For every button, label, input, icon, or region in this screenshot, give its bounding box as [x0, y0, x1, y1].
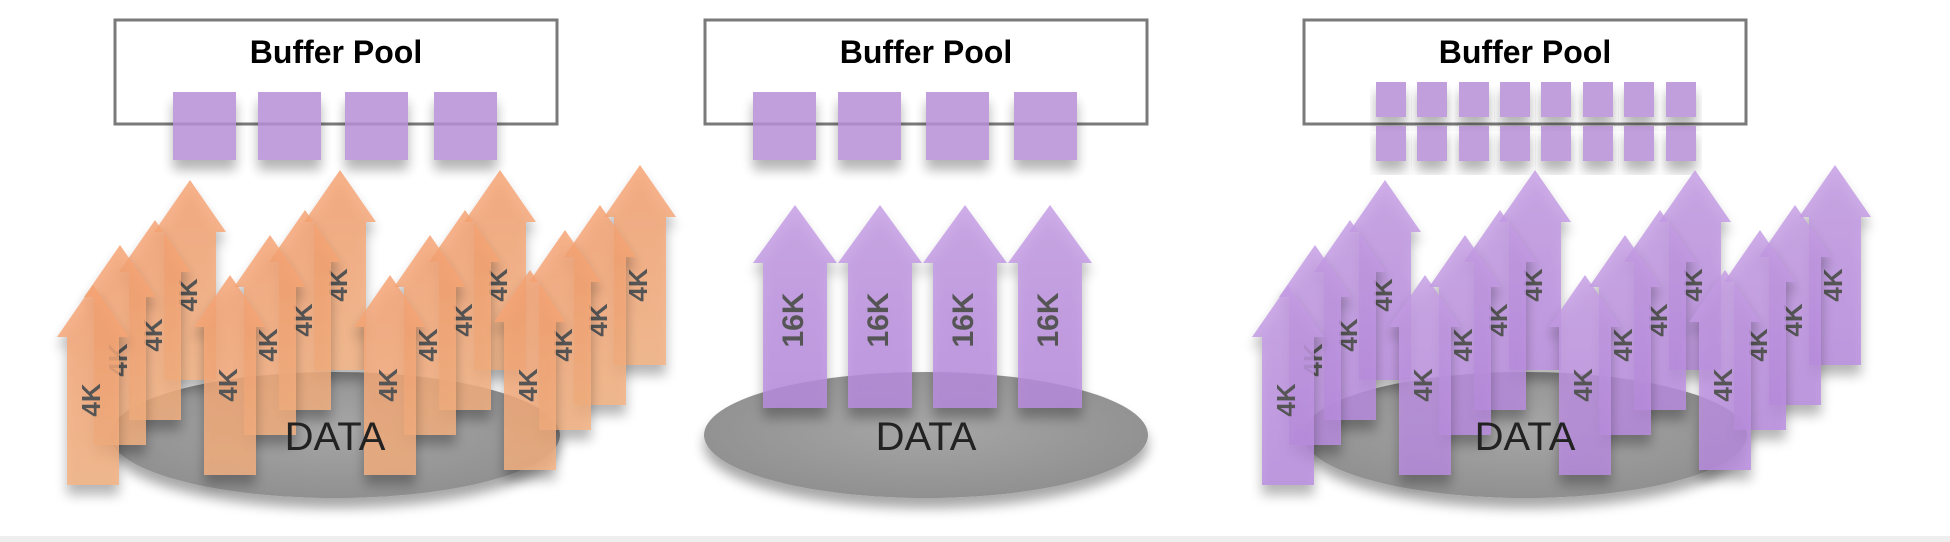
arrow-shape — [753, 205, 837, 408]
buffer-pool-label: Buffer Pool — [840, 34, 1012, 70]
arrow-label: 4K — [1708, 368, 1738, 401]
buffer-slot — [1541, 126, 1571, 161]
buffer-slot — [838, 92, 901, 160]
io-arrow: 4K — [1549, 275, 1621, 475]
buffer-slot — [345, 92, 408, 160]
arrow-label: 4K — [213, 368, 243, 401]
io-arrow: 4K — [1389, 275, 1461, 475]
arrow-shape — [494, 270, 566, 470]
arrow-label: 16K — [777, 292, 810, 347]
buffer-slot — [1666, 82, 1696, 117]
buffer-slots — [173, 92, 497, 160]
arrow-label: 16K — [862, 292, 895, 347]
buffer-slot — [1459, 126, 1489, 161]
arrow-shape — [194, 275, 266, 475]
buffer-slot — [258, 92, 321, 160]
arrow-shape — [1549, 275, 1621, 475]
io-arrows: 16K 16K 16K 16K — [753, 205, 1092, 408]
arrow-label: 16K — [947, 292, 980, 347]
buffer-slot — [1583, 82, 1613, 117]
arrow-shape — [838, 205, 922, 408]
data-label: DATA — [876, 415, 977, 459]
buffer-slot — [434, 92, 497, 160]
io-arrow: 16K — [838, 205, 922, 408]
buffer-slot — [1376, 126, 1406, 161]
buffer-slot — [1541, 82, 1571, 117]
arrow-label: 4K — [1408, 368, 1438, 401]
io-arrows: 4K4K4K4K4K4K4K4K4K4K4K4K4K4K4K4K — [1252, 165, 1871, 485]
io-arrow: 4K — [1689, 270, 1761, 470]
buffer-slot — [1417, 82, 1447, 117]
buffer-slot — [1624, 126, 1654, 161]
arrow-label: 4K — [253, 328, 283, 361]
arrow-label: 4K — [373, 368, 403, 401]
buffer-pool-label: Buffer Pool — [1439, 34, 1611, 70]
io-arrows: 4K4K4K4K4K4K4K4K4K4K4K4K4K4K4K4K — [57, 165, 676, 485]
arrow-label: 4K — [1448, 328, 1478, 361]
panel-2: Buffer Pool 16K 16K 16K 16K DATA — [703, 18, 1149, 498]
io-arrow: 4K — [1252, 285, 1324, 485]
arrow-shape — [1008, 205, 1092, 408]
buffer-slot — [1376, 82, 1406, 117]
buffer-slots — [753, 92, 1077, 160]
buffer-pool-label: Buffer Pool — [250, 34, 422, 70]
arrow-label: 4K — [76, 383, 106, 416]
io-arrow: 4K — [194, 275, 266, 475]
buffer-slot — [1459, 82, 1489, 117]
buffer-slot — [1624, 82, 1654, 117]
buffer-slots — [1376, 82, 1696, 161]
bottom-strip — [0, 536, 1950, 542]
arrow-label: 4K — [413, 328, 443, 361]
arrow-label: 4K — [1568, 368, 1598, 401]
buffer-slot — [1500, 82, 1530, 117]
io-arrow: 4K — [354, 275, 426, 475]
arrow-label: 4K — [513, 368, 543, 401]
arrow-label: 4K — [1818, 268, 1848, 301]
arrow-label: 4K — [1608, 328, 1638, 361]
data-label: DATA — [1475, 415, 1576, 459]
buffer-slot — [1014, 92, 1077, 160]
buffer-slot — [1583, 126, 1613, 161]
buffer-slot — [173, 92, 236, 160]
io-arrow: 4K — [494, 270, 566, 470]
io-arrow: 16K — [1008, 205, 1092, 408]
io-arrow: 16K — [923, 205, 1007, 408]
buffer-slot — [926, 92, 989, 160]
arrow-shape — [1252, 285, 1324, 485]
io-arrow: 16K — [753, 205, 837, 408]
arrow-label: 16K — [1032, 292, 1065, 347]
buffer-slot — [1500, 126, 1530, 161]
arrow-shape — [1389, 275, 1461, 475]
arrow-shape — [57, 285, 129, 485]
buffer-pool-box — [1302, 18, 1748, 126]
arrow-shape — [923, 205, 1007, 408]
buffer-slot — [1666, 126, 1696, 161]
arrow-label: 4K — [1271, 383, 1301, 416]
arrow-shape — [354, 275, 426, 475]
buffer-slot — [1417, 126, 1447, 161]
data-label: DATA — [285, 415, 386, 459]
buffer-slot — [753, 92, 816, 160]
io-arrow: 4K — [57, 285, 129, 485]
arrow-shape — [1689, 270, 1761, 470]
arrow-label: 4K — [623, 268, 653, 301]
buffer-pool-box — [113, 18, 559, 126]
